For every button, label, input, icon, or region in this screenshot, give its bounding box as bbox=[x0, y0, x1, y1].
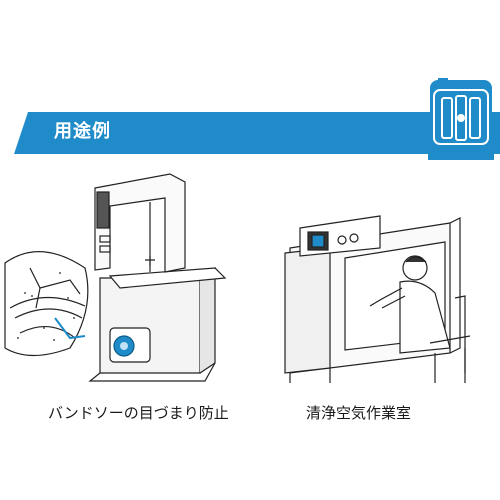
section-title: 用途例 bbox=[54, 121, 111, 142]
clean-room-workbench-illustration bbox=[284, 215, 471, 383]
band-saw-illustration bbox=[4, 173, 227, 382]
example-caption-clean-room: 清浄空気作業室 bbox=[306, 404, 412, 422]
blower-motor-icon bbox=[428, 78, 494, 160]
section-banner bbox=[0, 112, 500, 154]
example-caption-band-saw: バンドソーの目づまり防止 bbox=[48, 404, 229, 422]
